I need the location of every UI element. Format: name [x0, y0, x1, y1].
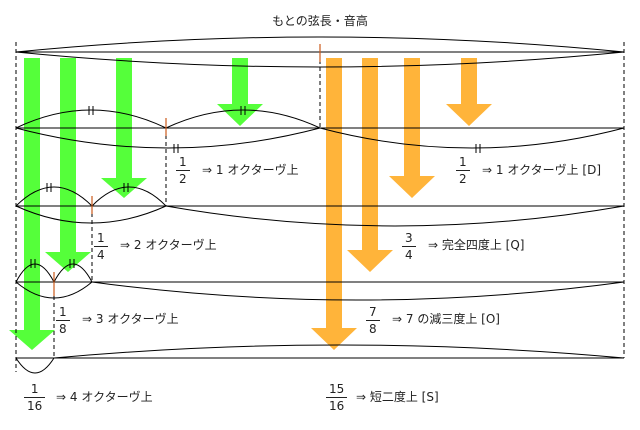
denominator: 2 — [179, 172, 187, 186]
orange-arrow-15-16 — [311, 58, 357, 350]
numerator: 7 — [369, 305, 377, 319]
numerator: 1 — [179, 155, 187, 169]
label-text: ⇒ 7 の減三度上 [O] — [392, 312, 500, 326]
numerator: 1 — [459, 155, 467, 169]
label-text: ⇒ 3 オクターヴ上 — [82, 312, 179, 326]
orange-arrow-1-2-D — [446, 58, 492, 126]
fraction-3-4: 3 4 — [402, 231, 416, 262]
green-arrow-1-16 — [9, 58, 55, 350]
division-ticks — [53, 44, 321, 296]
green-arrows — [9, 58, 263, 350]
label-text: ⇒ 1 オクターヴ上 — [202, 163, 299, 177]
denominator: 4 — [97, 248, 105, 262]
label-text: ⇒ 完全四度上 [Q] — [428, 238, 525, 252]
fraction-1-2: 1 2 — [176, 155, 190, 186]
denominator: 4 — [405, 248, 413, 262]
fraction-1-4: 1 4 — [94, 231, 108, 262]
fraction-bar — [402, 246, 416, 247]
fraction-1-16: 1 16 — [24, 382, 46, 413]
fraction-bar — [326, 397, 348, 398]
numerator: 1 — [59, 305, 67, 319]
equal-marks — [30, 106, 481, 268]
denominator: 8 — [369, 322, 377, 336]
label-text: ⇒ 1 オクターヴ上 [D] — [482, 163, 602, 177]
fraction-bar — [176, 170, 190, 171]
numerator: 15 — [329, 382, 345, 396]
numerator: 3 — [405, 231, 413, 245]
green-arrow-1-2 — [217, 58, 263, 126]
fraction-bar — [456, 170, 470, 171]
fraction-15-16: 15 16 — [326, 382, 348, 413]
fraction-7-8: 7 8 — [366, 305, 380, 336]
dashed-guides — [15, 42, 625, 372]
label-text: ⇒ 2 オクターヴ上 — [120, 238, 217, 252]
strings — [15, 36, 625, 374]
orange-arrow-7-8 — [347, 58, 393, 272]
fraction-bar — [56, 320, 70, 321]
fraction-bar — [24, 397, 46, 398]
denominator: 8 — [59, 322, 67, 336]
label-text: ⇒ 4 オクターヴ上 — [56, 390, 153, 404]
numerator: 1 — [97, 231, 105, 245]
fraction-bar — [366, 320, 380, 321]
fraction-1-2-D: 1 2 — [456, 155, 470, 186]
label-text: ⇒ 短二度上 [S] — [356, 390, 439, 404]
denominator: 16 — [329, 399, 345, 413]
title: もとの弦長・音高 — [272, 14, 368, 28]
green-arrow-1-8 — [45, 58, 91, 272]
denominator: 16 — [27, 399, 43, 413]
orange-arrows — [311, 58, 492, 350]
fraction-bar — [94, 246, 108, 247]
denominator: 2 — [459, 172, 467, 186]
numerator: 1 — [30, 382, 39, 396]
fraction-1-8: 1 8 — [56, 305, 70, 336]
